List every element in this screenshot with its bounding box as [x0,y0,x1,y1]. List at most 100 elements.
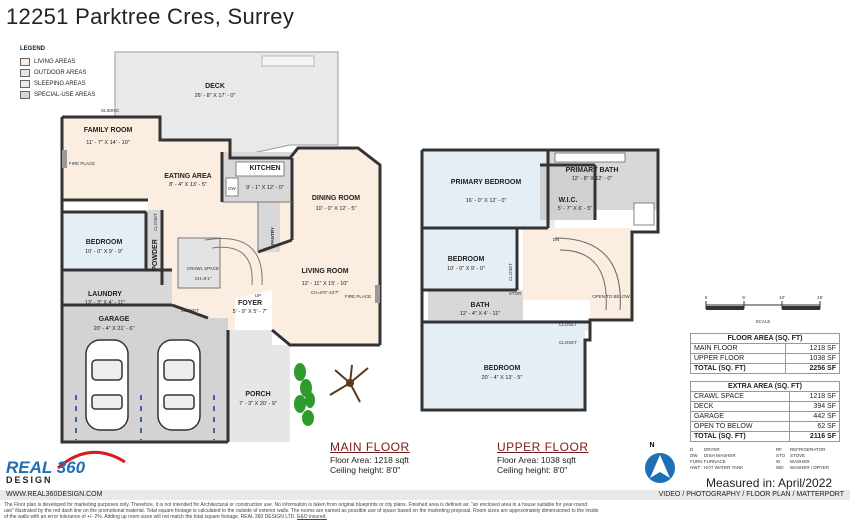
car-icon-1 [85,339,129,431]
scale-tick: 15' [817,295,823,300]
main-floor-heading: MAIN FLOOR [330,440,410,454]
laundry-dims: 13' - 3" X 4' - 11" [85,300,125,306]
dn-label: DN [553,237,560,242]
legend-swatch [20,80,30,88]
north-label: N [649,442,654,449]
legend-swatch [20,58,30,66]
upper-floor-area: Floor Area: 1038 sqft [497,455,576,465]
upper-walls [420,148,660,412]
logo-subtext: DESIGN [6,475,53,485]
inner-lines [177,201,292,289]
upper-stairs [554,237,621,311]
bedroom-up1-area [422,228,517,290]
garage-dims: 20' - 4" X 21' - 6" [94,326,135,332]
legend-item-outdoor: OUTDOOR AREAS [20,69,86,77]
main-floor-area: Floor Area: 1218 sqft [330,455,409,465]
primary-bath-dims: 12' - 8" X 12' - 0" [572,176,613,182]
legend-item-sleeping: SLEEPING AREAS [20,80,86,88]
shrub-icon [294,363,315,426]
fireplace-2 [375,285,380,303]
fireplace-2-label: FIRE PLACE [345,294,371,299]
closet-up3-label: CLOSET [559,340,577,345]
living-room-height: CH=8'0"-13'7" [311,290,339,295]
upper-floor-ceiling: Ceiling height: 8'0" [497,465,568,475]
kitchen-dims: 9' - 1" X 12' - 0" [246,185,284,191]
porch-label: PORCH [245,391,270,398]
closet-up1-label: CLOSET [508,263,513,281]
legend-title: LEGEND [20,46,46,52]
bedroom-main-label: BEDROOM [86,239,123,246]
upper-floor-heading: UPPER FLOOR [497,440,589,454]
bedroom-up1-dims: 10' - 0" X 9' - 0" [447,266,485,272]
bedroom-main-area [62,212,146,269]
eating-area-dims: 8' - 4" X 13' - 5" [169,182,207,188]
measured-date: Measured in: April/2022 [706,476,833,490]
website-link[interactable]: WWW.REAL360DESIGN.COM [6,491,103,498]
bedroom-up1-label: BEDROOM [448,256,485,263]
legend-item-special: SPECIAL-USE AREAS [20,91,95,99]
up-label: UP [255,293,261,298]
logo-text: REAL 360 [6,458,86,477]
primary-bedroom-label: PRIMARY BEDROOM [451,179,522,186]
pantry-label: PANTRY [270,227,275,245]
disclaimer-line-3: of the walls with an error tolerance of … [4,514,327,521]
crawl-space-height: CH=5'1" [195,276,212,281]
disclaimer: The Floor plan is developed for marketin… [4,502,846,521]
bedroom-up2-label: BEDROOM [484,365,521,372]
disclaimer-line-2: use" illustrated by the red dash line on… [4,508,599,515]
scale-bar-fill [706,306,744,310]
stor-label: STOR [509,291,522,296]
disclaimer-line-1: The Floor plan is developed for marketin… [4,502,588,508]
services-text: VIDEO / PHOTOGRAPHY / FLOOR PLAN / MATTE… [658,491,844,498]
floor-area-title: FLOOR AREA (SQ. FT) [690,333,840,344]
logo-swoosh-icon [57,450,126,470]
eating-area-label: EATING AREA [164,173,211,180]
family-room-label: FAMILY ROOM [84,127,133,134]
closet-up2-label: CLOSET [559,322,577,327]
living-room-label: LIVING ROOM [301,268,348,275]
closet-main-label: CLOSET [181,308,199,313]
eo-insured: E&O insured. [297,514,327,521]
bath-area [428,290,523,322]
primary-bedroom-dims: 16' - 0" X 12' - 0" [466,198,507,204]
bedroom-up2-area [422,320,590,408]
extra-area-title: EXTRA AREA (SQ. FT) [690,381,840,392]
bath-dims: 12' - 4" X 4' - 11" [460,311,500,317]
deck-label: DECK [205,83,225,90]
porch-area [228,330,290,442]
main-floor-info: Floor Area: 1218 sqft Ceiling height: 8'… [330,455,409,475]
upper-shower [633,202,655,226]
closet-v-area [146,210,162,232]
deck-dims: 26' - 8" X 17' - 0" [195,93,236,99]
tree-trunk-icon [346,379,354,387]
north-arrow-shape [650,455,670,478]
main-floor-ceiling: Ceiling height: 8'0" [330,465,401,475]
laundry-area [62,270,172,304]
hall-area [517,228,632,320]
kitchen-island [225,177,239,197]
primary-bath-label: PRIMARY BATH [566,167,619,174]
table-total-row: TOTAL (SQ. FT)2116 SF [690,431,841,442]
table-total-row: TOTAL (SQ. FT)2256 SF [690,363,841,374]
closet-v-label: CLOSET [153,213,158,231]
bedroom-up2-dims: 20' - 4" X 13' - 5" [482,375,523,381]
crawl-area [178,238,220,288]
fireplace-1 [62,150,67,168]
scale-bar-fill [782,306,820,310]
bedroom-main-dims: 10' - 0" X 9' - 9" [85,249,123,255]
wic-dims: 5' - 7" X 6' - 5" [558,206,593,212]
living-zone [62,117,380,345]
laundry-label: LAUNDRY [88,291,122,298]
scale-tick: 0 [705,295,708,300]
porch-dims: 7' - 3" X 20' - 9" [239,401,277,407]
